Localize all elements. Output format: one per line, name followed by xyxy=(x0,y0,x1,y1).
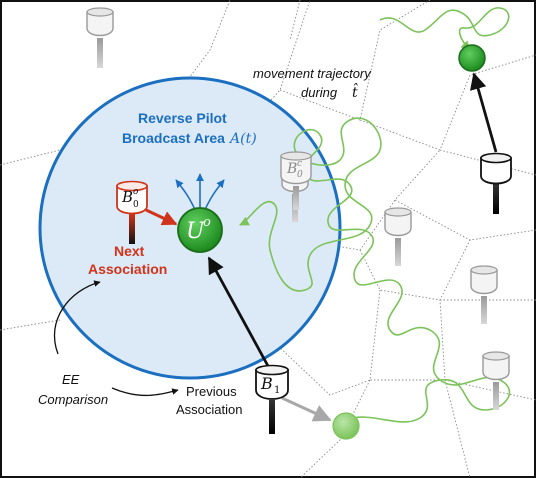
area-label-math: A(t) xyxy=(228,131,257,147)
candidate-base-station: B c 0 xyxy=(280,151,312,210)
candidate-bs-superscript: c xyxy=(297,159,302,169)
user-superscript: o xyxy=(203,215,211,230)
association-link xyxy=(470,72,498,153)
previous-bs-subscript: 1 xyxy=(274,385,280,396)
area-label-line2: Broadcast Area xyxy=(122,130,225,146)
user-symbol: U xyxy=(186,219,206,244)
candidate-bs-symbol: B xyxy=(286,161,297,177)
next-bs-subscript: 0 xyxy=(133,200,139,210)
next-bs-superscript: o xyxy=(133,187,139,197)
previous-user-position xyxy=(332,412,360,440)
movement-trajectory xyxy=(239,7,511,423)
user-icon xyxy=(458,44,486,72)
user-node: U o xyxy=(177,207,223,253)
trajectory-label-line1: movement trajectory xyxy=(253,66,372,81)
next-association-link xyxy=(145,208,178,226)
area-label-line1: Reverse Pilot xyxy=(138,110,227,126)
trajectory-label-line2: during xyxy=(301,85,338,100)
previous-bs-symbol: B xyxy=(260,374,273,393)
ee-comparison-line2: Comparison xyxy=(38,392,108,407)
next-association-line1: Next xyxy=(114,243,145,259)
previous-link xyxy=(281,396,332,422)
previous-association-line1: Previous xyxy=(186,384,237,399)
previous-association-line2: Association xyxy=(176,402,242,417)
current-association-link xyxy=(207,256,270,367)
base-station-icon xyxy=(470,265,498,324)
candidate-bs-subscript: 0 xyxy=(297,170,303,180)
ee-comparison-line1: EE xyxy=(62,372,80,387)
base-station-icon xyxy=(384,207,412,266)
next-bs-symbol: B xyxy=(121,188,133,206)
next-association-line2: Association xyxy=(88,261,167,277)
trajectory-label-math: t̂ xyxy=(352,82,358,101)
base-station-icon xyxy=(86,7,114,68)
previous-base-station: B 1 xyxy=(255,364,289,434)
base-station-icon xyxy=(482,351,510,410)
ee-comparison-arrows xyxy=(53,280,179,397)
user-icon xyxy=(177,207,223,253)
base-station-icon xyxy=(480,152,512,214)
next-base-station: B o 0 xyxy=(116,180,148,244)
